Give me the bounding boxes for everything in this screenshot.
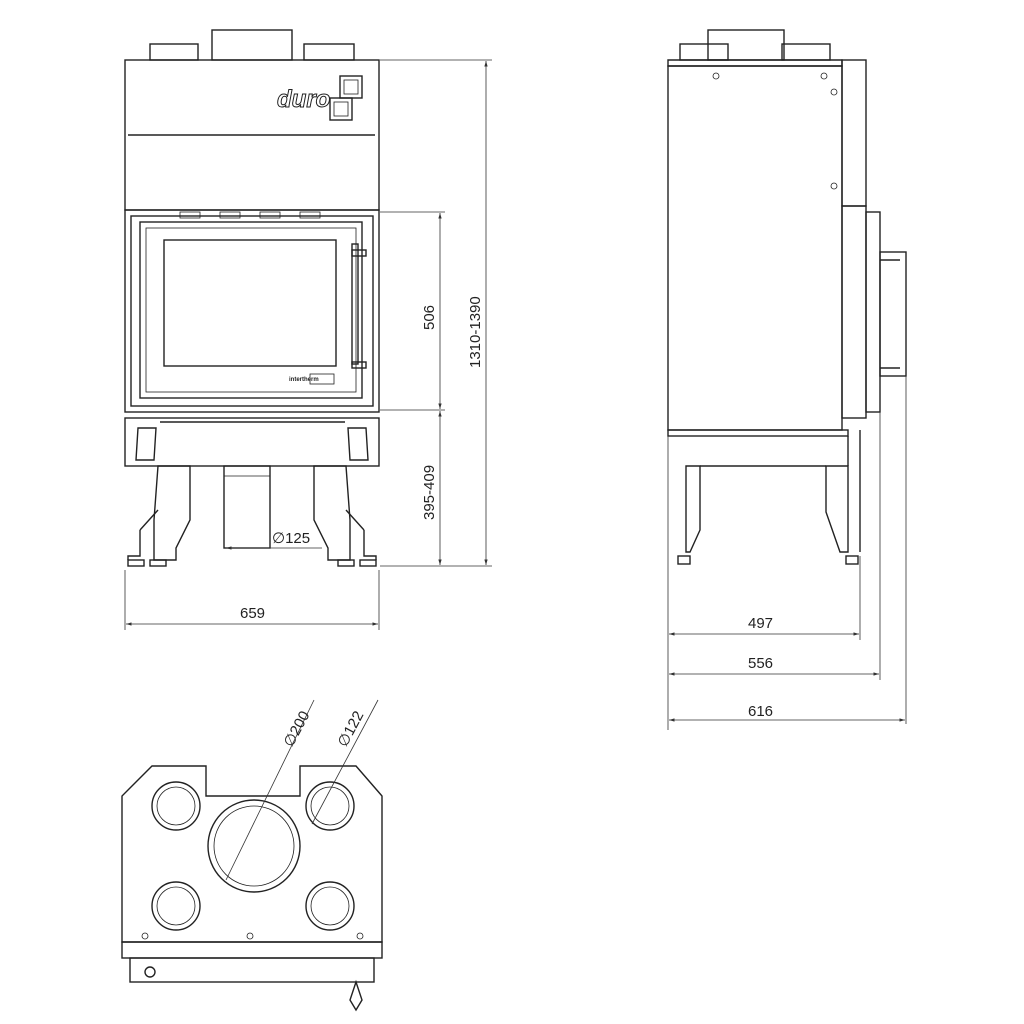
top-lever [349,979,363,1012]
side-foot [845,555,859,565]
screw [820,72,828,80]
side-handle-block [865,211,881,413]
flue-collar [207,799,301,893]
front-top-flue-collar [211,29,293,61]
collar-front-right [305,881,355,931]
screw [712,72,720,80]
front-glass [163,239,337,367]
vent-slot [219,211,241,219]
foot-pad [149,559,167,567]
front-view: duro intertherm [124,29,492,630]
badge-box [309,373,335,385]
collar-rear-right [305,781,355,831]
collar-rear-left [151,781,201,831]
side-top-collar [679,43,729,61]
dim-depth-body-label: 497 [748,615,773,632]
dim-width-label: 659 [240,605,265,622]
vent-slot [179,211,201,219]
side-body [667,65,843,431]
side-base [667,429,849,437]
collar-front-left [151,881,201,931]
front-base-panel [124,417,380,467]
front-outlet-pipe [223,465,271,549]
screw [830,182,838,190]
foot-left [127,530,141,560]
leg-brace [345,509,365,531]
screw [141,932,149,940]
front-door-frame [124,209,380,413]
side-top-collar [781,43,831,61]
dim-depth-middle-label: 556 [748,655,773,672]
side-flue-collar [707,29,785,61]
top-front-edge [129,957,375,983]
side-view: 497 556 616 [667,29,907,730]
side-rear-door [841,205,867,419]
vent-slot [259,211,281,219]
door-hinge-top [351,249,367,257]
top-front-strip [121,941,383,959]
front-top-collar-left [149,43,199,61]
collar-front-left-inner [156,886,196,926]
dim-leg-label: 395-409 [421,465,438,520]
front-leg-right-outer [313,465,351,561]
side-foot [677,555,691,565]
top-view: ∅200 ∅122 [121,699,383,1012]
side-leg-front [685,465,701,553]
dim-outlet-label: ∅125 [272,530,310,547]
collar-front-right-inner [310,886,350,926]
base-cutout-right [347,427,369,461]
base-cutout-left [135,427,157,461]
door-hinge-bottom [351,361,367,369]
foot-pad [127,559,145,567]
side-handle [879,251,907,377]
dim-depth-total-label: 616 [748,703,773,720]
collar-rear-left-inner [156,786,196,826]
flue-collar-inner [213,805,295,887]
front-door [139,221,363,399]
duro-logo: duro [277,75,363,121]
leg-brace [139,509,159,531]
dim-flue-label: ∅200 [281,708,314,750]
badge-text: intertherm [289,377,319,383]
dim-total-label: 1310-1390 [467,296,484,368]
foot-pad [359,559,377,567]
side-rear-upper [841,59,867,207]
collar-rear-right-inner [310,786,350,826]
foot-pad [337,559,355,567]
front-door-outer [130,215,374,407]
top-knob [144,966,156,978]
front-leg-left-outer [153,465,191,561]
foot-right [363,530,377,560]
screw [246,932,254,940]
leader-duct [311,699,379,825]
screw [830,88,838,96]
side-top-plate [667,59,843,67]
front-top-collar-right [303,43,355,61]
screw [356,932,364,940]
leader-flue [225,699,315,881]
logo-text: duro [277,86,330,113]
side-leg-rear [825,465,849,553]
dim-door-label: 506 [421,305,438,330]
door-handle-bar [351,243,359,365]
top-outline [121,765,383,943]
vent-slot [299,211,321,219]
front-door-inner-frame [145,227,357,393]
